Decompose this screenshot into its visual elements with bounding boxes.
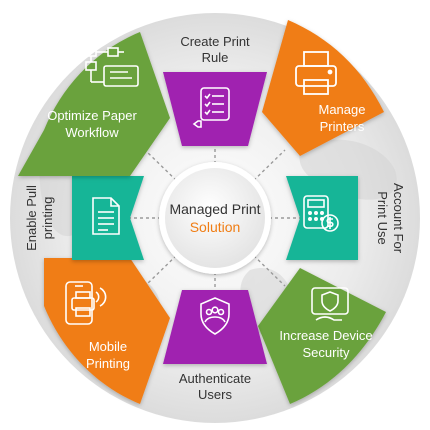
center-title: Managed Print xyxy=(169,201,260,217)
center-hub: Managed Print Solution xyxy=(159,162,271,274)
label-enable-pull-printing-2: printing xyxy=(40,197,55,240)
label-mobile-printing-2: Printing xyxy=(86,356,130,371)
label-optimize-workflow-1: Optimize Paper xyxy=(47,108,137,123)
labels: Create Print Rule Manage Printers Accoun… xyxy=(24,34,406,402)
calculator-dollar-icon xyxy=(303,195,339,232)
label-enable-pull-printing-1: Enable Pull xyxy=(24,185,39,251)
label-manage-printers-1: Manage xyxy=(319,102,366,117)
segment-account-print-use[interactable] xyxy=(286,176,358,260)
label-mobile-printing-1: Mobile xyxy=(89,339,127,354)
shield-hand-icon xyxy=(311,287,349,321)
label-create-print-rule-2: Rule xyxy=(202,50,229,65)
segment-manage-printers[interactable] xyxy=(262,20,384,156)
label-increase-security-2: Security xyxy=(303,345,350,360)
label-optimize-workflow-2: Workflow xyxy=(65,125,119,140)
users-shield-icon xyxy=(200,297,230,335)
workflow-icon xyxy=(85,47,139,87)
printer-icon xyxy=(295,51,337,95)
center-subtitle: Solution xyxy=(190,219,241,235)
label-create-print-rule-1: Create Print xyxy=(180,34,250,49)
label-increase-security-1: Increase Device xyxy=(279,328,372,343)
segment-enable-pull-printing[interactable] xyxy=(72,176,144,260)
checklist-icon xyxy=(192,87,230,128)
label-account-print-use-1: Account For xyxy=(391,183,406,254)
mobile-printer-icon xyxy=(65,281,107,325)
segment-authenticate-users[interactable] xyxy=(163,290,267,364)
document-icon xyxy=(92,197,120,235)
segment-increase-security[interactable] xyxy=(258,268,386,404)
segment-mobile-printing[interactable] xyxy=(44,258,170,404)
label-account-print-use-2: Print Use xyxy=(375,191,390,244)
label-manage-printers-2: Printers xyxy=(320,119,365,134)
segment-create-print-rule[interactable] xyxy=(163,72,267,146)
segment-optimize-workflow[interactable] xyxy=(18,32,170,176)
label-authenticate-users-1: Authenticate xyxy=(179,371,251,386)
label-authenticate-users-2: Users xyxy=(198,387,232,402)
